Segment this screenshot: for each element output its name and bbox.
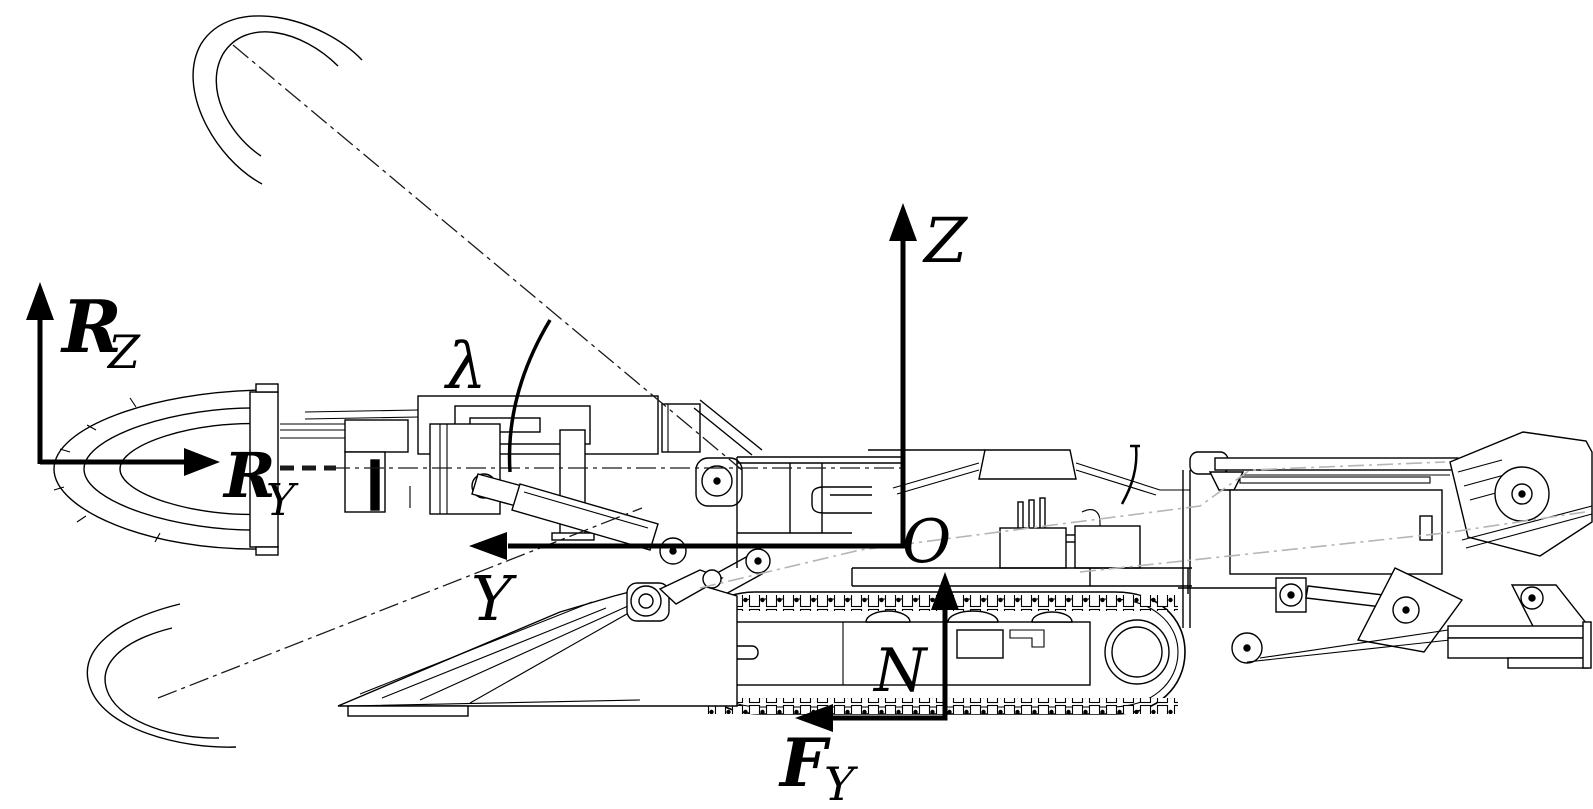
labels: R Z R Y Z O Y N F Y λ [60, 204, 968, 809]
phantom-head-lowered [86, 603, 237, 748]
label-y: Y [471, 562, 517, 635]
cutting-head [53, 383, 279, 556]
label-n: N [872, 636, 929, 706]
label-o: O [902, 507, 951, 577]
discharge-unit [1449, 431, 1593, 557]
z-arrowhead [889, 203, 917, 241]
rear-conveyor [1208, 457, 1459, 575]
rz-ry-force-arrows [26, 282, 220, 476]
label-rz-main: R [60, 284, 122, 369]
crawler-track [684, 591, 1186, 715]
label-ry-sub: Y [266, 475, 299, 526]
label-lambda: λ [443, 330, 487, 404]
lambda-angle-arc [507, 319, 552, 473]
label-fy-sub: Y [824, 757, 859, 809]
n-fy-force-arrows [795, 572, 959, 732]
rz-arrowhead [26, 282, 54, 320]
cutter-boom [280, 395, 763, 541]
boom-axis-lowered [157, 507, 643, 699]
ry-arrowhead [184, 448, 220, 476]
gray-centerlines [699, 461, 1586, 589]
label-rz-sub: Z [106, 325, 141, 379]
label-fy-main: F [778, 724, 831, 802]
fy-arrowhead [795, 704, 833, 732]
n-arrowhead [931, 572, 959, 610]
loading-apron [337, 569, 738, 717]
label-z: Z [922, 204, 968, 277]
rear-stabilizer [1231, 567, 1592, 669]
z-y-axis-arrows [469, 203, 917, 560]
y-arrowhead [469, 532, 507, 560]
turret-body [736, 444, 1280, 628]
label-ry-main: R [222, 439, 276, 512]
phantom-head-raised [192, 15, 363, 185]
boom-axis-raised [232, 44, 743, 471]
